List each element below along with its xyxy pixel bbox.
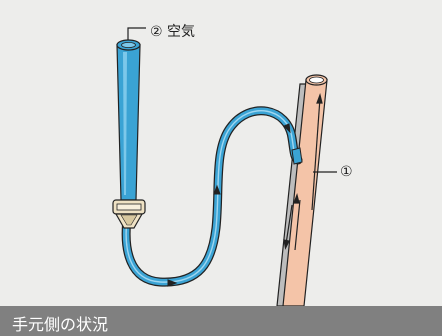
blue-loop-tube xyxy=(122,107,302,286)
flow-arrow-gray xyxy=(283,204,293,250)
blue-loop-tube-highlight xyxy=(125,110,299,283)
flow-arrow-pink xyxy=(311,92,323,211)
flow-arrow-loop-top xyxy=(283,123,291,134)
tube-diagram xyxy=(112,27,337,306)
blue-syringe-inner-opening xyxy=(121,42,136,49)
caption-bar: 手元側の状況 xyxy=(0,306,442,336)
blue-tube-tip xyxy=(291,147,303,165)
pink-tube-inner-opening xyxy=(309,76,324,84)
blue-syringe-shine xyxy=(123,52,127,195)
flow-arrow-loop-bottom xyxy=(167,279,178,287)
flow-arrow-pink-lower xyxy=(293,192,301,251)
flow-arrow-loop-rise xyxy=(213,184,221,195)
connector xyxy=(112,199,146,229)
caption-text: 手元側の状況 xyxy=(12,315,109,334)
air-label: ② 空気 xyxy=(150,24,196,40)
air-leader-line xyxy=(127,27,146,40)
label-1: ① xyxy=(340,164,353,180)
blue-syringe-body xyxy=(116,44,141,201)
